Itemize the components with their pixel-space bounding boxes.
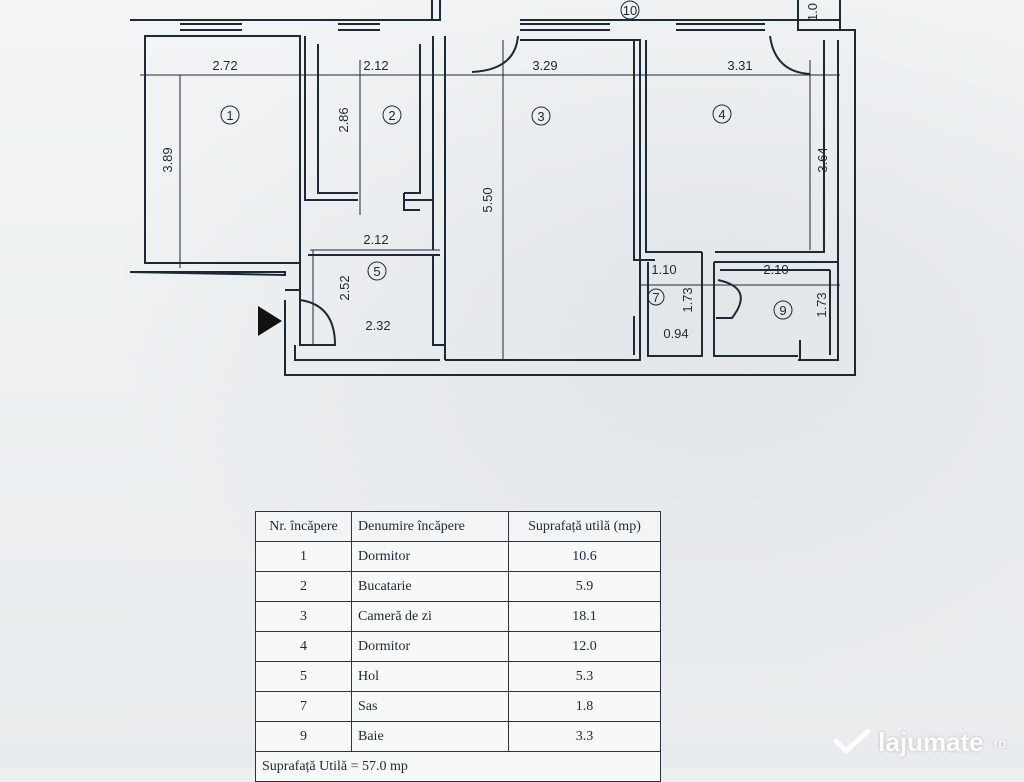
table-row: 2 Bucatarie 5.9 [255, 571, 661, 602]
table-row: 3 Cameră de zi 18.1 [255, 601, 661, 632]
table-row: 1 Dormitor 10.6 [255, 541, 661, 572]
room-2-number: 2 [388, 108, 395, 123]
dim-room7-bottom: 0.94 [663, 326, 688, 341]
room-10-number: 10 [623, 3, 637, 18]
row-number: 3 [255, 601, 352, 632]
dim-room9-height: 1.73 [814, 292, 829, 317]
room-5-circle [367, 261, 387, 281]
table-row: 5 Hol 5.3 [255, 661, 661, 692]
table-row: 9 Baie 3.3 [255, 721, 661, 752]
window-room1 [180, 23, 242, 31]
room-areas-table: Nr. încăpere Denumire încăpere Suprafață… [255, 511, 661, 782]
row-area: 10.6 [508, 541, 661, 572]
room4-door-arc [769, 35, 811, 75]
row-number: 7 [255, 691, 352, 722]
row-name: Bucatarie [351, 571, 509, 602]
room-4-number: 4 [718, 107, 725, 122]
row-name: Dormitor [351, 631, 509, 662]
row-number: 9 [255, 721, 352, 752]
row-area: 5.9 [508, 571, 661, 602]
dim-room1-height: 3.89 [160, 147, 175, 172]
room-4-circle [712, 104, 732, 124]
row-name: Sas [351, 691, 509, 722]
row-number: 2 [255, 571, 352, 602]
row-area: 12.0 [508, 631, 661, 662]
room4-walls [645, 40, 839, 263]
room-2-circle [382, 105, 402, 125]
dim-room7-width: 1.10 [651, 262, 676, 277]
bath-door-arc [716, 279, 742, 319]
room-5-number: 5 [373, 264, 380, 279]
entry-arrow-icon [258, 306, 282, 336]
dim-hall-height: 2.52 [337, 275, 352, 300]
row-number: 5 [255, 661, 352, 692]
window-room4 [676, 23, 765, 31]
room-1-number: 1 [226, 108, 233, 123]
header-room-name: Denumire încăpere [351, 511, 509, 542]
row-area: 18.1 [508, 601, 661, 632]
dim-room2-width: 2.12 [363, 58, 388, 73]
dim-room10-height: 1.0 [805, 3, 820, 21]
row-number: 4 [255, 631, 352, 662]
outer-wall [129, 0, 856, 376]
heart-check-icon [833, 728, 871, 753]
room7-walls [647, 262, 839, 361]
hall-walls [285, 254, 445, 361]
header-room-number: Nr. încăpere [255, 511, 352, 542]
watermark-brand: lajumate [878, 727, 984, 757]
room9-walls [714, 261, 838, 360]
dim-hall-top: 2.12 [363, 232, 388, 247]
header-usable-area: Suprafață utilă (mp) [508, 511, 661, 542]
table-row: 4 Dormitor 12.0 [255, 631, 661, 662]
entry-door-arc [299, 298, 337, 346]
table-header-row: Nr. încăpere Denumire încăpere Suprafață… [255, 511, 661, 542]
row-name: Hol [351, 661, 509, 692]
room-7-number: 7 [652, 290, 659, 305]
wall-2-3 [432, 36, 446, 360]
room-3-number: 3 [537, 109, 544, 124]
room-9-circle [773, 300, 793, 320]
table-total-row: Suprafață Utilă = 57.0 mp [255, 751, 661, 782]
watermark-suffix: .ro [989, 734, 1006, 751]
dim-room2-height: 2.86 [336, 107, 351, 132]
row-area: 5.3 [508, 661, 661, 692]
dim-room9-width: 2.10 [763, 262, 788, 277]
dim-room7-height: 1.73 [680, 287, 695, 312]
watermark: lajumate .ro [832, 727, 1006, 758]
window-room2 [338, 23, 380, 31]
dim-hall-bottom: 2.32 [365, 318, 390, 333]
table-row: 7 Sas 1.8 [255, 691, 661, 722]
dim-room3-width: 3.29 [532, 58, 557, 73]
row-name: Cameră de zi [351, 601, 509, 632]
room-3-circle [531, 106, 551, 126]
room3-walls [445, 39, 655, 361]
window-room3 [520, 23, 610, 31]
dim-room1-width: 2.72 [212, 58, 237, 73]
room3-door-arc [471, 35, 519, 73]
total-usable-area: Suprafață Utilă = 57.0 mp [255, 751, 661, 782]
dim-room3-height: 5.50 [480, 187, 495, 212]
room-9-number: 9 [779, 303, 786, 318]
dim-room4-height: 3.64 [815, 147, 830, 172]
dim-room4-width: 3.31 [727, 58, 752, 73]
room-10-circle [620, 0, 640, 20]
row-area: 3.3 [508, 721, 661, 752]
row-number: 1 [255, 541, 352, 572]
room-7-circle [647, 288, 665, 306]
row-area: 1.8 [508, 691, 661, 722]
room-1-circle [220, 105, 240, 125]
row-name: Dormitor [351, 541, 509, 572]
row-name: Baie [351, 721, 509, 752]
